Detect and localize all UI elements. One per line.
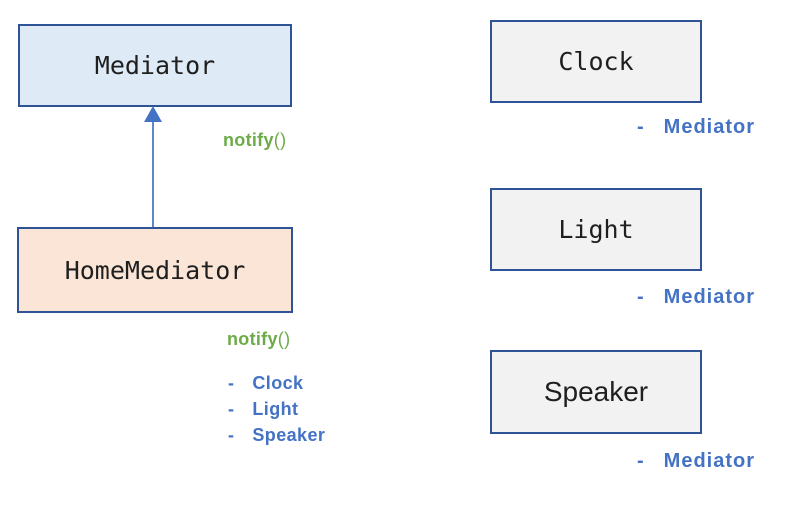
reference-label: Mediator	[663, 450, 756, 472]
light-component-box: Light	[490, 188, 702, 271]
method-name: notify	[223, 130, 274, 150]
speaker-component-label: Speaker	[543, 376, 649, 407]
home-mediator-notify-method: notify()	[227, 329, 290, 350]
list-dash: -	[228, 373, 235, 393]
light-mediator-reference: - Mediator	[637, 286, 755, 309]
arrow-head-icon	[144, 106, 162, 122]
home-mediator-class-label: HomeMediator	[64, 255, 246, 285]
list-dash: -	[228, 425, 235, 445]
clock-mediator-reference: - Mediator	[637, 116, 755, 139]
list-item-label: Light	[252, 399, 299, 419]
list-item: - Clock	[228, 371, 325, 397]
light-component-label: Light	[558, 215, 634, 244]
inheritance-up-arrow	[144, 106, 162, 227]
reference-label: Mediator	[663, 116, 756, 138]
mediator-class-box: Mediator	[18, 24, 292, 107]
list-dash: -	[637, 116, 645, 138]
method-parens: ()	[273, 130, 287, 150]
speaker-component-box: Speaker	[490, 350, 702, 434]
mediator-class-label: Mediator	[94, 51, 216, 80]
home-mediator-reference-list: - Clock - Light - Speaker	[228, 371, 325, 449]
home-mediator-class-box: HomeMediator	[17, 227, 293, 313]
method-parens: ()	[277, 329, 291, 349]
list-item: - Light	[228, 397, 325, 423]
mediator-notify-method: notify()	[223, 130, 286, 151]
list-item-label: Speaker	[252, 425, 326, 445]
list-dash: -	[228, 399, 235, 419]
method-name: notify	[227, 329, 278, 349]
list-dash: -	[637, 286, 645, 308]
clock-component-label: Clock	[558, 47, 634, 76]
list-dash: -	[637, 450, 645, 472]
list-item: - Speaker	[228, 423, 325, 449]
list-item-label: Clock	[252, 373, 304, 393]
clock-component-box: Clock	[490, 20, 702, 103]
speaker-mediator-reference: - Mediator	[637, 450, 755, 473]
reference-label: Mediator	[663, 286, 756, 308]
